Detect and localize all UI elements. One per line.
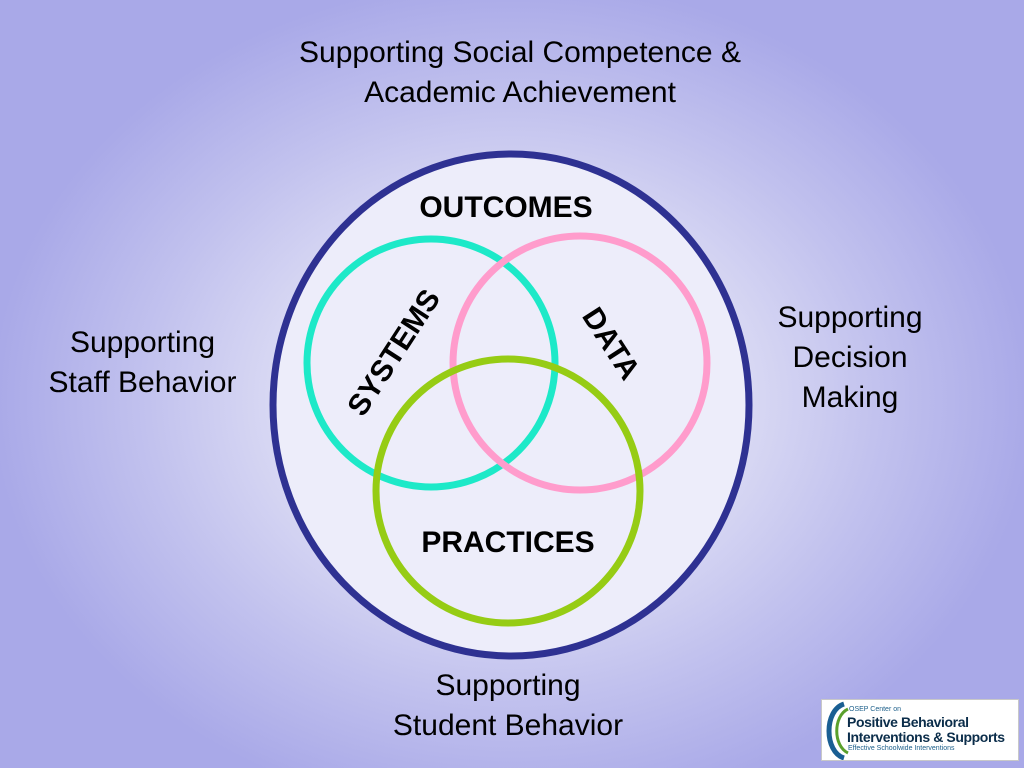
bottom-label-line-1: Supporting: [435, 669, 581, 702]
left-label-line-2: Staff Behavior: [48, 366, 237, 399]
title-line-2: Academic Achievement: [364, 76, 676, 109]
decision-making-label: Supporting Decision Making: [745, 298, 955, 418]
practices-circle: [372, 355, 644, 627]
logo-line-1: OSEP Center on: [849, 706, 902, 713]
student-behavior-label: Supporting Student Behavior: [338, 666, 678, 746]
systems-circle: [303, 235, 559, 491]
right-label-line-1: Supporting: [777, 301, 923, 334]
pbis-logo: OSEP Center on Positive Behavioral Inter…: [821, 699, 1019, 761]
logo-line-4: Effective Schoolwide Interventions: [848, 745, 955, 752]
staff-behavior-label: Supporting Staff Behavior: [20, 323, 265, 403]
data-circle: [449, 232, 711, 494]
logo-line-2: Positive Behavioral: [847, 714, 969, 730]
logo-line-3: Interventions & Supports: [847, 729, 1005, 745]
slide-title: Supporting Social Competence & Academic …: [170, 33, 870, 113]
title-line-1: Supporting Social Competence &: [299, 36, 741, 69]
logo-swoosh-icon: [826, 701, 849, 760]
practices-label: PRACTICES: [421, 526, 594, 559]
bottom-label-line-2: Student Behavior: [392, 709, 624, 742]
right-label-line-2: Decision: [792, 341, 908, 374]
outcomes-label: OUTCOMES: [419, 191, 592, 224]
right-label-line-3: Making: [801, 381, 899, 414]
outcomes-ring: [269, 150, 753, 660]
left-label-line-1: Supporting: [69, 326, 216, 359]
